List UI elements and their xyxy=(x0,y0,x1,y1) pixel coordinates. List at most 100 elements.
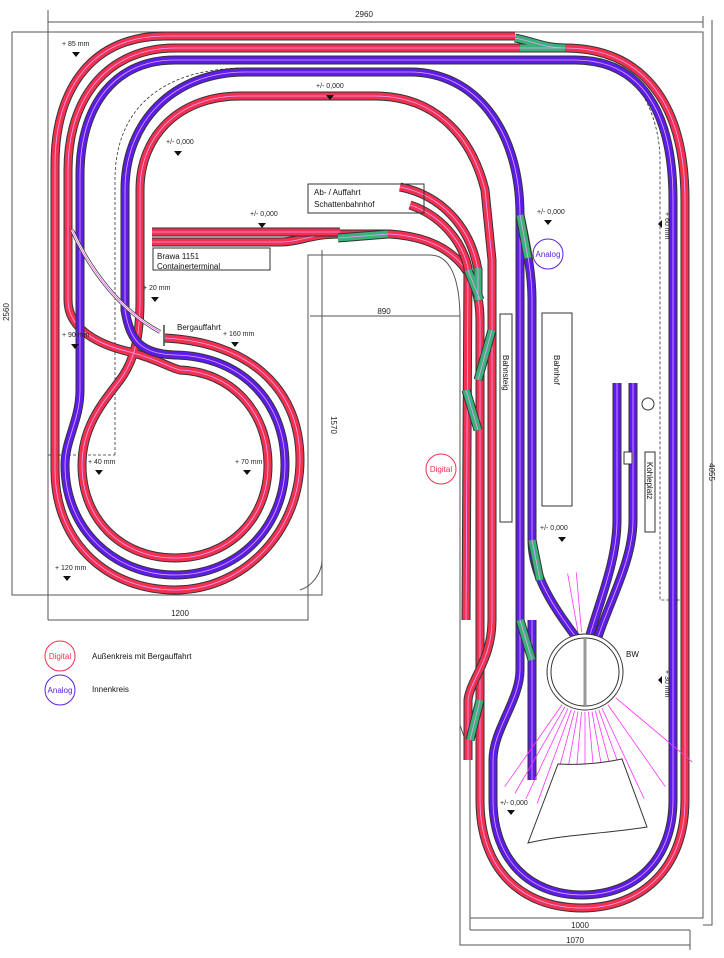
turntable-ray xyxy=(514,706,566,794)
water-tower xyxy=(641,397,655,411)
level-text-rotated-60: + 60 mm xyxy=(663,212,670,240)
legend-analog-text: Innenkreis xyxy=(92,685,129,694)
track-centerline xyxy=(399,186,479,271)
track-centerline xyxy=(519,214,529,259)
track-centerline xyxy=(64,59,521,576)
turntable-ray xyxy=(575,572,582,633)
level-marker: + 90 mm xyxy=(62,332,90,349)
roundhouse xyxy=(527,758,648,844)
kohleplatz-label: Kohleplatz xyxy=(645,462,654,499)
level-triangle xyxy=(544,220,552,225)
terminal-box xyxy=(152,247,271,271)
track-centerline xyxy=(531,539,541,581)
level-text: + 160 mm xyxy=(223,331,254,338)
bahnhof-label: Bahnhof xyxy=(552,355,561,386)
level-text: + 120 mm xyxy=(55,565,86,572)
level-marker: + 120 mm xyxy=(55,565,86,581)
legend-digital-text: Außenkreis mit Bergauffahrt xyxy=(92,652,192,661)
shadow-station-line2: Schattenbahnhof xyxy=(314,200,375,209)
terminal-line1: Brawa 1151 xyxy=(157,252,200,261)
level-triangle xyxy=(658,220,662,228)
level-text: +/- 0,000 xyxy=(500,800,528,807)
shadow-station-line1: Ab- / Auffahrt xyxy=(314,188,361,197)
level-text: +/- 0,000 xyxy=(540,525,568,532)
level-text: +/- 0,000 xyxy=(250,211,278,218)
level-triangle xyxy=(95,470,103,475)
dim-bottom-outer: 1070 xyxy=(566,936,584,945)
legend: Digital Außenkreis mit Bergauffahrt Anal… xyxy=(44,640,192,706)
track-centerline xyxy=(589,383,618,636)
level-marker: +/- 0,000 xyxy=(540,525,568,542)
level-triangle xyxy=(72,52,80,57)
level-triangle xyxy=(558,537,566,542)
track-centerline xyxy=(465,329,493,431)
dim-inner-horizontal: 890 xyxy=(377,307,391,316)
track-centerline xyxy=(467,268,481,301)
level-text: + 40 mm xyxy=(88,459,116,466)
level-text: + 70 mm xyxy=(235,459,263,466)
level-marker: +/- 0,000 xyxy=(537,209,565,225)
turntable-ray xyxy=(536,709,572,804)
track-centerline xyxy=(67,47,493,760)
terminal-line2: Containerterminal xyxy=(157,262,220,271)
turntable-ray xyxy=(504,704,563,787)
level-text: +/- 0,000 xyxy=(316,83,344,90)
bw-label: BW xyxy=(626,650,639,659)
bahnhof-building xyxy=(541,312,573,507)
level-triangle xyxy=(71,344,79,349)
turntable xyxy=(546,633,624,711)
dim-left-width: 1200 xyxy=(171,609,189,618)
dim-inner-vertical: 1570 xyxy=(329,416,338,434)
level-marker: +/- 0,000 xyxy=(316,83,344,100)
analog-badge-circle xyxy=(532,238,564,270)
level-marker: +/- 0,000 xyxy=(250,211,278,228)
kohleplatz-area xyxy=(644,451,656,533)
level-marker: + 40 mm xyxy=(88,459,116,475)
level-text: + 90 mm xyxy=(62,332,90,339)
ramp-bridge xyxy=(70,229,161,334)
bahnsteig-platform xyxy=(499,313,513,523)
track-centerline xyxy=(409,204,469,621)
bergauffahrt-label: Bergauffahrt xyxy=(177,323,222,332)
level-marker: +/- 0,000 xyxy=(166,139,194,156)
level-text-rotated-30: + 30 mm xyxy=(663,670,670,698)
level-triangle xyxy=(174,151,182,156)
level-text: +/- 0,000 xyxy=(537,209,565,216)
track-centerline xyxy=(54,35,515,591)
turntable-ray xyxy=(567,573,579,633)
level-triangle xyxy=(326,95,334,100)
level-markers: + 85 mm +/- 0,000 +/- 0,000 +/- 0,000 +/… xyxy=(55,41,568,815)
level-text: +/- 0,000 xyxy=(166,139,194,146)
turntable-ray xyxy=(525,708,569,800)
legend-digital-badge: Digital xyxy=(49,652,71,661)
legend-analog-badge: Analog xyxy=(48,686,73,695)
level-marker: + 160 mm xyxy=(223,331,254,347)
level-triangle xyxy=(151,297,159,302)
track-centerline xyxy=(597,383,634,638)
analog-badge: Analog xyxy=(536,250,561,259)
level-triangle xyxy=(507,810,515,815)
track-centerline xyxy=(469,699,481,741)
turntable-ray xyxy=(601,708,645,800)
level-marker: +/- 0,000 xyxy=(500,800,528,815)
dim-height-left: 2560 xyxy=(2,303,11,321)
track-centerline xyxy=(152,47,686,909)
tracks xyxy=(50,31,690,913)
digital-badge-circle xyxy=(425,453,457,485)
track-centerline xyxy=(514,37,566,49)
small-building xyxy=(623,451,633,465)
level-triangle xyxy=(231,342,239,347)
turntable-ray xyxy=(607,704,666,787)
level-triangle xyxy=(658,676,662,684)
level-marker: + 20 mm xyxy=(143,285,171,302)
dim-right-height: 4055 xyxy=(707,463,716,481)
shadow-station-box xyxy=(307,183,425,214)
level-triangle xyxy=(243,470,251,475)
bahnsteig-label: Bahnsteig xyxy=(501,355,510,391)
level-text: + 20 mm xyxy=(143,285,171,292)
level-triangle xyxy=(258,223,266,228)
level-marker: + 85 mm xyxy=(62,41,90,57)
dim-width-top: 2960 xyxy=(355,10,373,19)
digital-badge: Digital xyxy=(430,465,452,474)
